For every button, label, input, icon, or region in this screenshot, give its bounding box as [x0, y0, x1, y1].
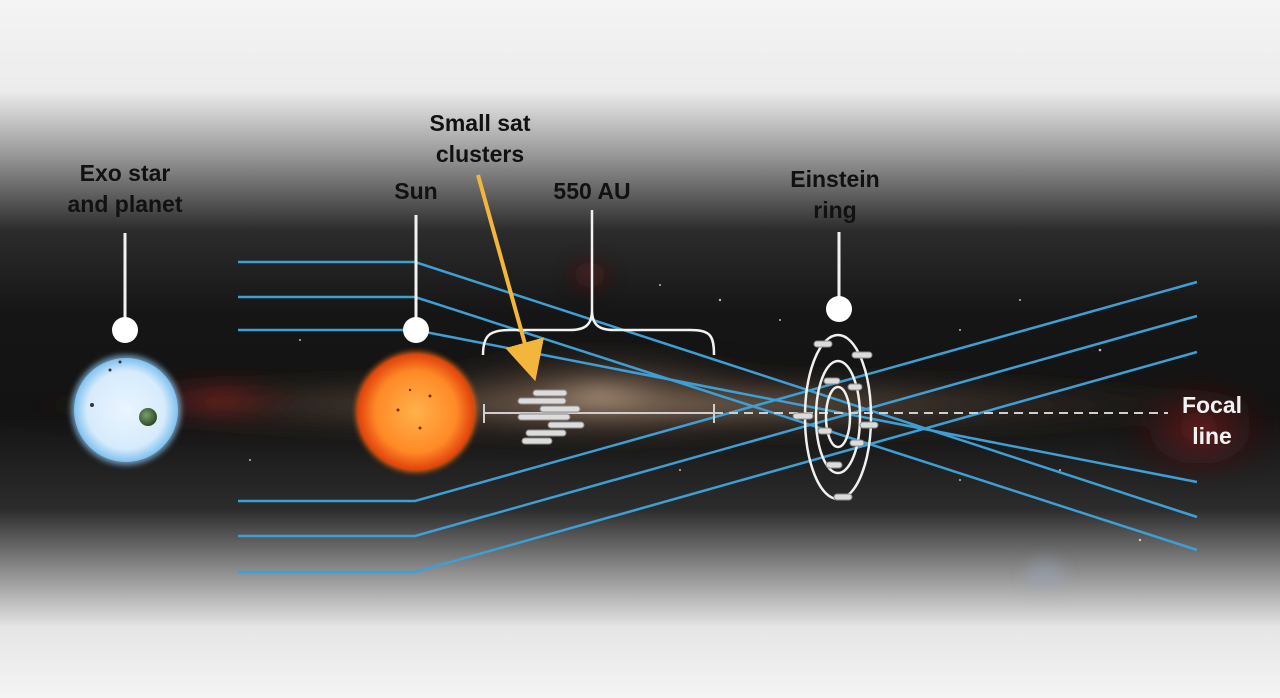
sun: [356, 352, 476, 472]
star-field: [249, 284, 1142, 542]
exo-star-label-line2: and planet: [67, 191, 183, 217]
focal-line: [483, 404, 1168, 423]
distance-label-text: 550 AU: [553, 178, 631, 204]
focal-line-label-line2: line: [1192, 423, 1232, 449]
light-ray-6: [238, 350, 1198, 574]
distance-label: 550 AU: [532, 176, 652, 207]
light-ray-4: [238, 280, 1198, 503]
exo-planet: [139, 408, 157, 426]
exo-star: [71, 355, 181, 465]
sun-label-text: Sun: [394, 178, 438, 204]
light-ray-5: [238, 314, 1198, 538]
sun-pointer-dot: [403, 317, 429, 343]
einstein-pointer-dot: [826, 296, 852, 322]
sun-label: Sun: [376, 176, 456, 207]
smallsat-label-line1: Small sat: [429, 110, 531, 136]
focal-line-label-line1: Focal: [1181, 392, 1243, 418]
einstein-ring-sats: [792, 340, 879, 501]
einstein-label-line2: ring: [813, 197, 857, 223]
smallsat-cluster: [517, 389, 585, 445]
einstein-label: Einstein ring: [765, 164, 905, 226]
exo-star-label-line1: Exo star: [79, 160, 171, 186]
focal-line-label: Focal line: [1172, 390, 1252, 452]
milky-way: [0, 255, 1280, 589]
smallsat-arrow: [476, 174, 544, 382]
einstein-label-line1: Einstein: [790, 166, 880, 192]
exo-star-label: Exo star and planet: [45, 158, 205, 220]
smallsat-label: Small sat clusters: [400, 108, 560, 170]
exo-pointer-dot: [112, 317, 138, 343]
smallsat-label-line2: clusters: [435, 141, 525, 167]
